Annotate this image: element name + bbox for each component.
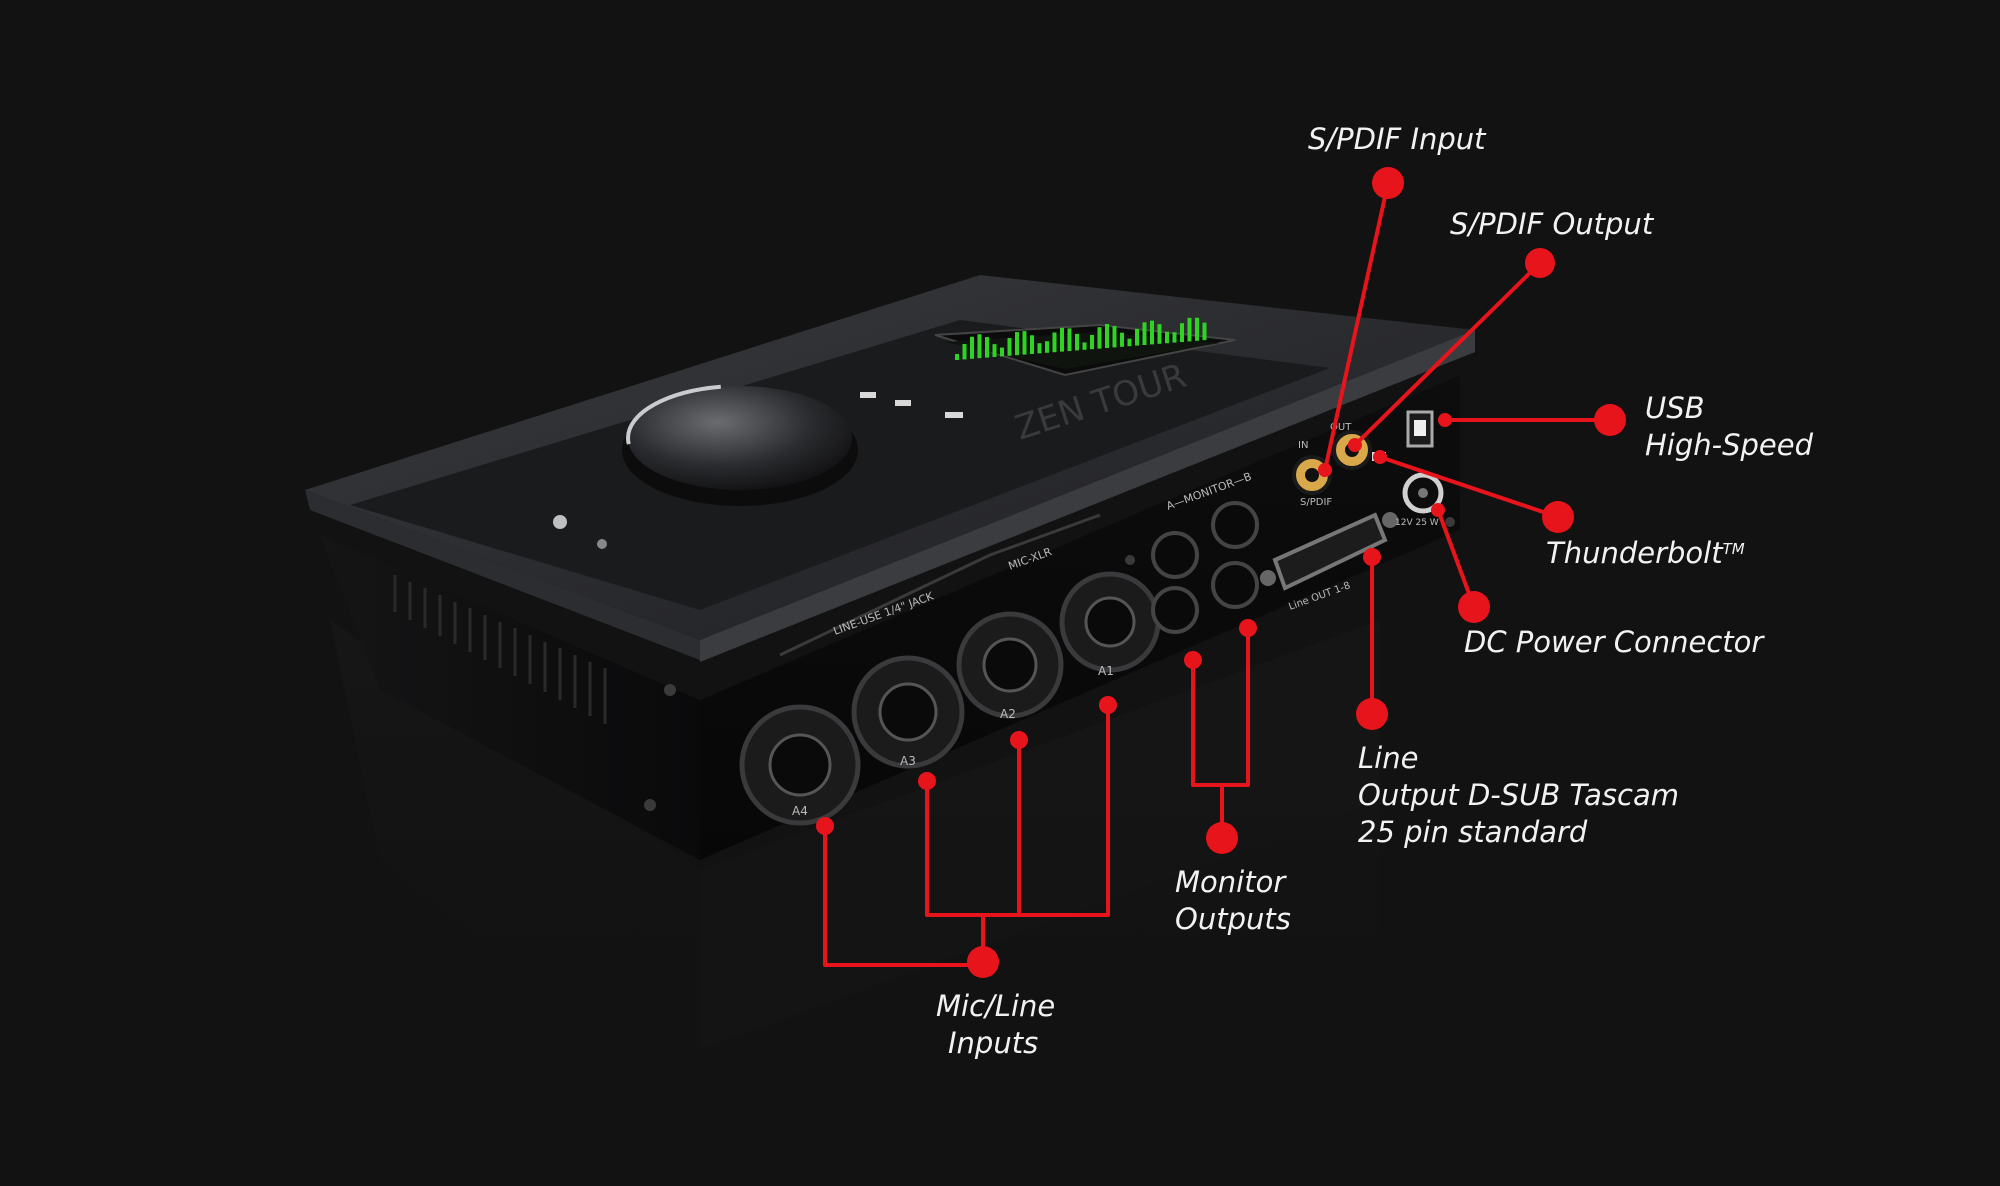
thunderbolt-label: ThunderboltTM [1546,536,1745,570]
device-reflection [330,620,1380,1120]
meter-bar [1052,332,1057,353]
meter-bar [1000,347,1004,357]
dsub-connector[interactable] [1260,512,1398,591]
meter-bar [1142,322,1147,345]
mic-line-leader-a2 [1019,705,1110,917]
dc-power-jack[interactable] [1402,472,1444,514]
meter-bar [1030,335,1034,354]
meter-bar [1090,334,1094,350]
meter-bar [1067,328,1072,351]
combo-jack-a1 [1059,571,1161,673]
channel-label-a4: A4 [792,804,808,818]
meter-bar [1127,338,1132,347]
thunderbolt-dot [1542,501,1574,533]
spdif-input-label: S/PDIF Input [1308,122,1486,156]
channel-label-a3: A3 [900,754,916,768]
meter-bar [1037,343,1042,354]
combo-inputs[interactable] [739,571,1161,826]
spdif-label: S/PDIF [1300,497,1332,508]
combo-jack-a4 [739,704,861,826]
usb-port[interactable] [1406,410,1434,448]
meter-bar [1120,332,1124,347]
meter-bar [1172,332,1177,343]
meter-bar [992,344,997,357]
callout-lines [823,182,1610,967]
meter-bar [1187,317,1192,342]
meter-bar [1007,338,1012,356]
meter-bar [1022,331,1027,355]
device-lid-edge-front [700,330,1475,662]
monitor-output-jacks[interactable] [1151,501,1259,634]
meter-bar [1112,326,1117,348]
meter-bar [1045,341,1049,353]
rear-panel-divider [779,513,1101,657]
dc-power-dot [1458,591,1490,623]
meter-bar [1075,333,1079,351]
spdif-input-leader [1323,182,1390,471]
mic-line-inputs-label: Mic/Line Inputs [936,989,1056,1060]
meter-bars [955,317,1207,360]
channel-label-a2: A2 [1000,707,1016,721]
combo-jack-a3 [851,655,965,769]
meter-bar [1150,320,1154,345]
meter-bar [1105,324,1109,348]
usb-label: USB High-Speed [1645,391,1814,462]
meter-bar [1060,327,1064,352]
meter-bar [962,343,967,360]
spdif-output-label: S/PDIF Output [1450,207,1654,241]
meter-bar [1157,324,1162,344]
thunderbolt-leader [1379,455,1559,519]
meter-bar [955,354,959,360]
meter-bar [970,336,974,359]
monitor-outputs-label: Monitor Outputs [1175,865,1291,936]
combo-jack-a2 [956,611,1064,719]
meter-bar [1135,328,1139,346]
vent-grille [393,575,607,724]
channel-label-a1: A1 [1098,664,1114,678]
mic-line-dot [967,946,999,978]
chassis-screws [644,517,1455,811]
volume-knob[interactable] [622,384,858,506]
spdif-output-leader [1353,261,1542,447]
dc-power-label: DC Power Connector [1464,625,1764,659]
dc-label: 12V 25 W [1395,518,1439,528]
device-lid-edge [305,490,700,660]
monitor-outputs-dot [1206,822,1238,854]
line-output-dot [1356,698,1388,730]
meter-bar [1097,327,1102,349]
spdif-input-dot [1372,167,1404,199]
spdif-output-dot [1525,248,1555,278]
mic-line-leader-a4 [823,826,983,967]
meter-bar [1015,332,1019,356]
meter-bar [1195,317,1199,341]
meter-display [934,317,1236,377]
mic-line-leader-a3 [925,740,1021,917]
meter-bar [1165,331,1169,344]
spdif-in-label: IN [1298,440,1308,451]
device-left-side [320,535,700,860]
top-buttons[interactable] [553,392,963,549]
meter-bar [1082,342,1087,350]
line-output-label: Line Output D-SUB Tascam 25 pin standard [1358,741,1680,849]
spdif-out-label: OUT [1330,422,1352,433]
dc-power-leader [1436,509,1476,608]
usb-dot [1594,404,1626,436]
meter-bar [1202,322,1207,341]
meter-bar [977,334,982,359]
meter-bar [985,337,989,358]
meter-bar [1180,323,1184,342]
callout-dots [816,167,1626,978]
